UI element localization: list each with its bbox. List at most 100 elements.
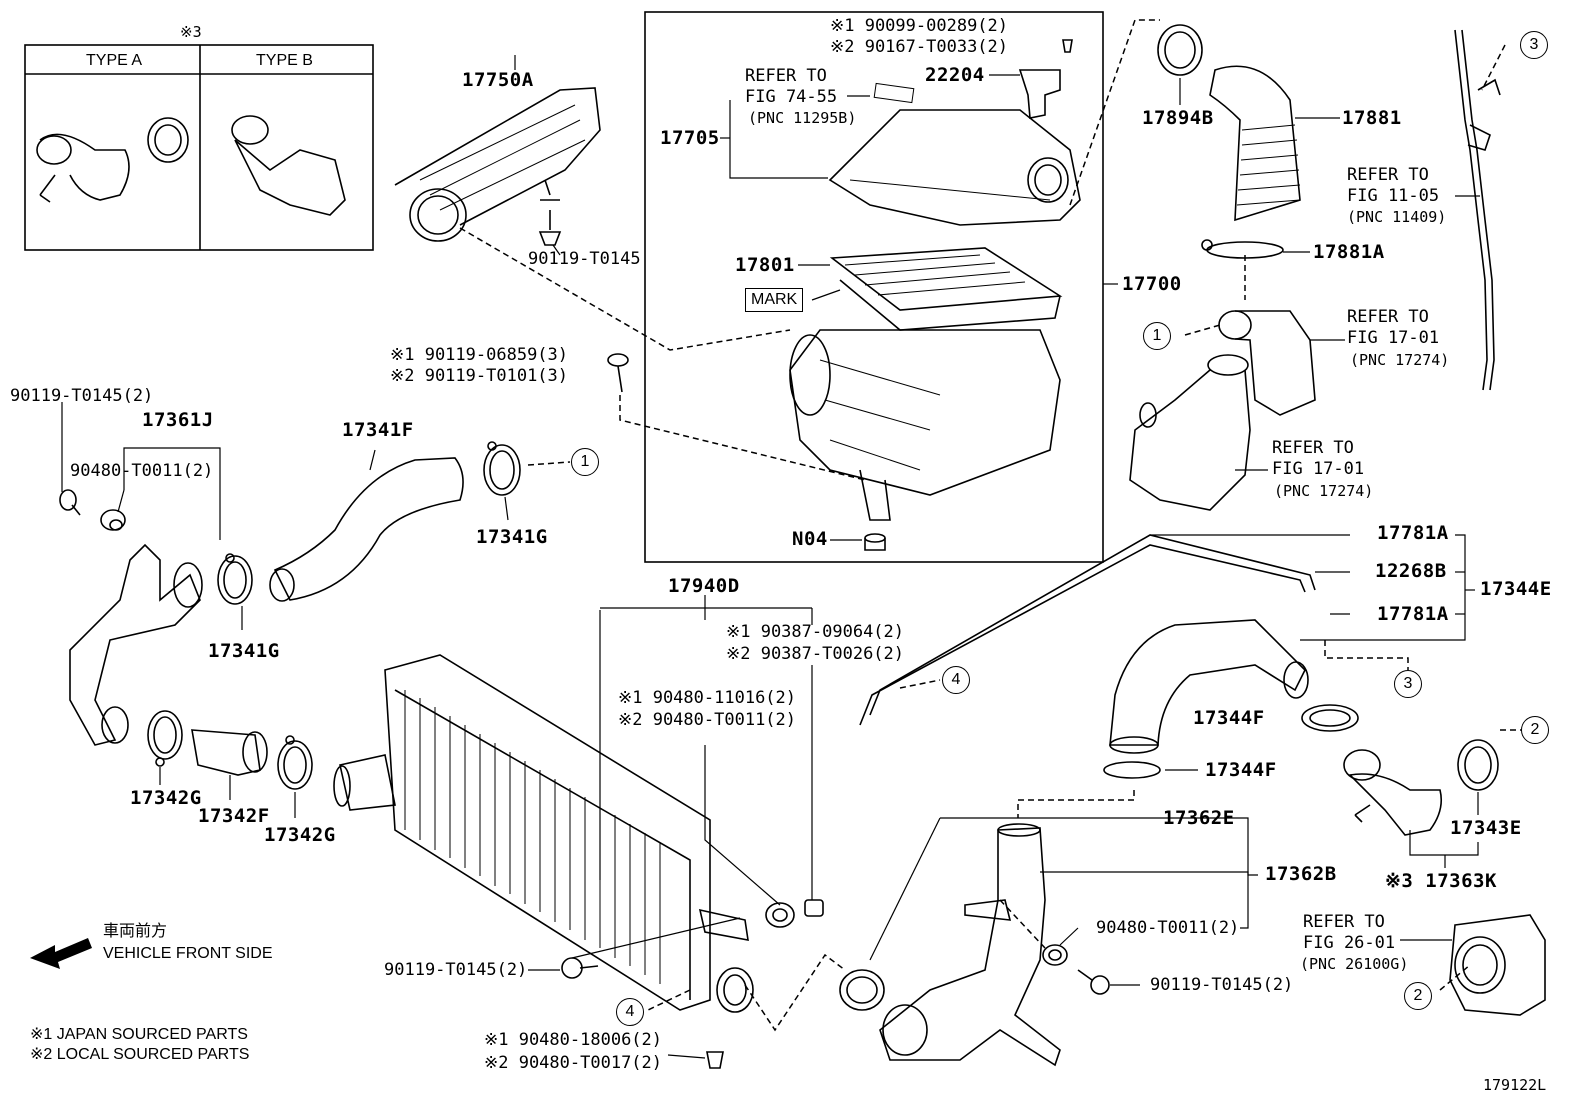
part-17363K[interactable]: ※3 17363K bbox=[1385, 870, 1497, 892]
clamp-17344F-lower bbox=[1103, 761, 1161, 779]
part-90480-T0011-left[interactable]: 90480-T0011(2) bbox=[70, 461, 214, 481]
clip-bottom bbox=[706, 1051, 724, 1069]
clamp-17343E bbox=[1457, 739, 1499, 791]
refer-26-01-title: REFER TO bbox=[1303, 912, 1385, 932]
air-cleaner-group-box bbox=[644, 11, 1104, 563]
air-cleaner-case bbox=[789, 329, 1061, 521]
front-label-en: VEHICLE FRONT SIDE bbox=[103, 945, 273, 962]
callout-1[interactable]: 1 bbox=[1143, 322, 1171, 350]
bolt-intercooler-bottom bbox=[561, 957, 599, 979]
clamp-17342G-left bbox=[147, 710, 183, 767]
part-90119-T0145[interactable]: 90119-T0145 bbox=[528, 249, 641, 269]
part-17940D[interactable]: 17940D bbox=[668, 575, 740, 597]
callout-3[interactable]: 3 bbox=[1520, 31, 1548, 59]
part-17344F-upper[interactable]: 17344F bbox=[1193, 707, 1265, 729]
part-12268B[interactable]: 12268B bbox=[1375, 560, 1447, 582]
bottom-local[interactable]: ※2 90480-T0017(2) bbox=[484, 1053, 663, 1073]
part-17342G-left[interactable]: 17342G bbox=[130, 787, 202, 809]
filter-element-17801 bbox=[829, 247, 1063, 331]
part-22204[interactable]: 22204 bbox=[925, 64, 985, 86]
part-17343E[interactable]: 17343E bbox=[1450, 817, 1522, 839]
refer-17-01-upper-title: REFER TO bbox=[1347, 307, 1429, 327]
legend-local: ※2 LOCAL SOURCED PARTS bbox=[30, 1046, 250, 1063]
collar-left bbox=[100, 509, 126, 531]
callout-3[interactable]: 3 bbox=[1394, 670, 1422, 698]
clamp-17341G-upper bbox=[483, 441, 521, 496]
clamp-17894B bbox=[1157, 24, 1203, 76]
part-17361J[interactable]: 17361J bbox=[142, 409, 214, 431]
part-17750A[interactable]: 17750A bbox=[462, 69, 534, 91]
bolt-90119-06859 bbox=[607, 353, 629, 393]
refer-26-01-fig[interactable]: FIG 26-01 bbox=[1303, 933, 1396, 953]
part-N04[interactable]: N04 bbox=[792, 528, 828, 550]
part-90119-T0145-left[interactable]: 90119-T0145(2) bbox=[10, 386, 154, 406]
part-90119-T0145-bottom[interactable]: 90119-T0145(2) bbox=[384, 960, 528, 980]
callout-2[interactable]: 2 bbox=[1521, 716, 1549, 744]
part-17344F-lower[interactable]: 17344F bbox=[1205, 759, 1277, 781]
part-17781A-lower[interactable]: 17781A bbox=[1377, 603, 1449, 625]
ic-japan-b[interactable]: ※1 90480-11016(2) bbox=[618, 688, 797, 708]
air-cleaner-cap bbox=[828, 82, 1081, 226]
part-17362E[interactable]: 17362E bbox=[1163, 807, 1235, 829]
refer-17-01-lower-pnc: (PNC 17274) bbox=[1274, 482, 1374, 500]
callout-4[interactable]: 4 bbox=[942, 666, 970, 694]
hose-12268B bbox=[859, 534, 1316, 726]
bolt-mid-japan[interactable]: ※1 90119-06859(3) bbox=[390, 345, 569, 365]
clamp-lower-middle bbox=[839, 969, 885, 1011]
part-17700[interactable]: 17700 bbox=[1122, 273, 1182, 295]
part-17894B[interactable]: 17894B bbox=[1142, 107, 1214, 129]
grommet-intercooler bbox=[804, 899, 824, 917]
hose-17881 bbox=[1209, 65, 1301, 222]
bolt-mid-local[interactable]: ※2 90119-T0101(3) bbox=[390, 366, 569, 386]
hose-17341F bbox=[269, 457, 464, 602]
part-90480-T0011-right[interactable]: 90480-T0011(2) bbox=[1096, 918, 1240, 938]
callout-1[interactable]: 1 bbox=[571, 448, 599, 476]
bottom-japan[interactable]: ※1 90480-18006(2) bbox=[484, 1030, 663, 1050]
part-17362B[interactable]: 17362B bbox=[1265, 863, 1337, 885]
elbow-upper bbox=[1218, 310, 1316, 416]
refer-17-01-upper-fig[interactable]: FIG 17-01 bbox=[1347, 328, 1440, 348]
refer-17-01-lower-title: REFER TO bbox=[1272, 438, 1354, 458]
bolt-left bbox=[59, 489, 81, 516]
refer-17-01-upper-pnc: (PNC 17274) bbox=[1350, 351, 1450, 369]
callout-2[interactable]: 2 bbox=[1404, 982, 1432, 1010]
inset-box bbox=[24, 44, 374, 251]
ic-local-b[interactable]: ※2 90480-T0011(2) bbox=[618, 710, 797, 730]
part-17341F[interactable]: 17341F bbox=[342, 419, 414, 441]
part-90119-T0145-right[interactable]: 90119-T0145(2) bbox=[1150, 975, 1294, 995]
part-17342G-right[interactable]: 17342G bbox=[264, 824, 336, 846]
callout-4[interactable]: 4 bbox=[616, 998, 644, 1026]
ic-local-a[interactable]: ※2 90387-T0026(2) bbox=[726, 644, 905, 664]
refer-17-01-lower-fig[interactable]: FIG 17-01 bbox=[1272, 459, 1365, 479]
mark-label: MARK bbox=[745, 288, 804, 312]
clamp-17341G-lower bbox=[217, 553, 253, 605]
part-17705[interactable]: 17705 bbox=[660, 127, 720, 149]
part-17781A-upper[interactable]: 17781A bbox=[1377, 522, 1449, 544]
bolt-top-japan[interactable]: ※1 90099-00289(2) bbox=[830, 16, 1009, 36]
type-b-drawing bbox=[231, 115, 346, 216]
clamp-17344F-upper bbox=[1301, 704, 1359, 732]
front-label-jp: 車両前方 bbox=[103, 923, 168, 940]
refer-11-05-fig[interactable]: FIG 11-05 bbox=[1347, 186, 1440, 206]
pipe-17344E bbox=[1109, 619, 1309, 754]
sensor-pipe-17363K bbox=[1343, 749, 1443, 836]
collar-right bbox=[1042, 944, 1068, 966]
bolt-top-local[interactable]: ※2 90167-T0033(2) bbox=[830, 37, 1009, 57]
part-17344E[interactable]: 17344E bbox=[1480, 578, 1552, 600]
part-17881A[interactable]: 17881A bbox=[1313, 241, 1385, 263]
part-17342F[interactable]: 17342F bbox=[198, 805, 270, 827]
part-17341G-upper[interactable]: 17341G bbox=[476, 526, 548, 548]
elbow-lower bbox=[1129, 354, 1251, 511]
front-arrow-icon bbox=[30, 938, 92, 969]
refer-74-55-fig[interactable]: FIG 74-55 bbox=[745, 87, 838, 107]
refer-74-55-pnc: (PNC 11295B) bbox=[748, 109, 857, 127]
part-17341G-lower[interactable]: 17341G bbox=[208, 640, 280, 662]
maf-sensor-22204 bbox=[1018, 69, 1061, 119]
part-17881[interactable]: 17881 bbox=[1342, 107, 1402, 129]
part-17801[interactable]: 17801 bbox=[735, 254, 795, 276]
pipe-17362B bbox=[879, 823, 1061, 1067]
legend-japan: ※1 JAPAN SOURCED PARTS bbox=[30, 1026, 248, 1043]
collar-intercooler bbox=[765, 902, 795, 928]
ic-japan-a[interactable]: ※1 90387-09064(2) bbox=[726, 622, 905, 642]
